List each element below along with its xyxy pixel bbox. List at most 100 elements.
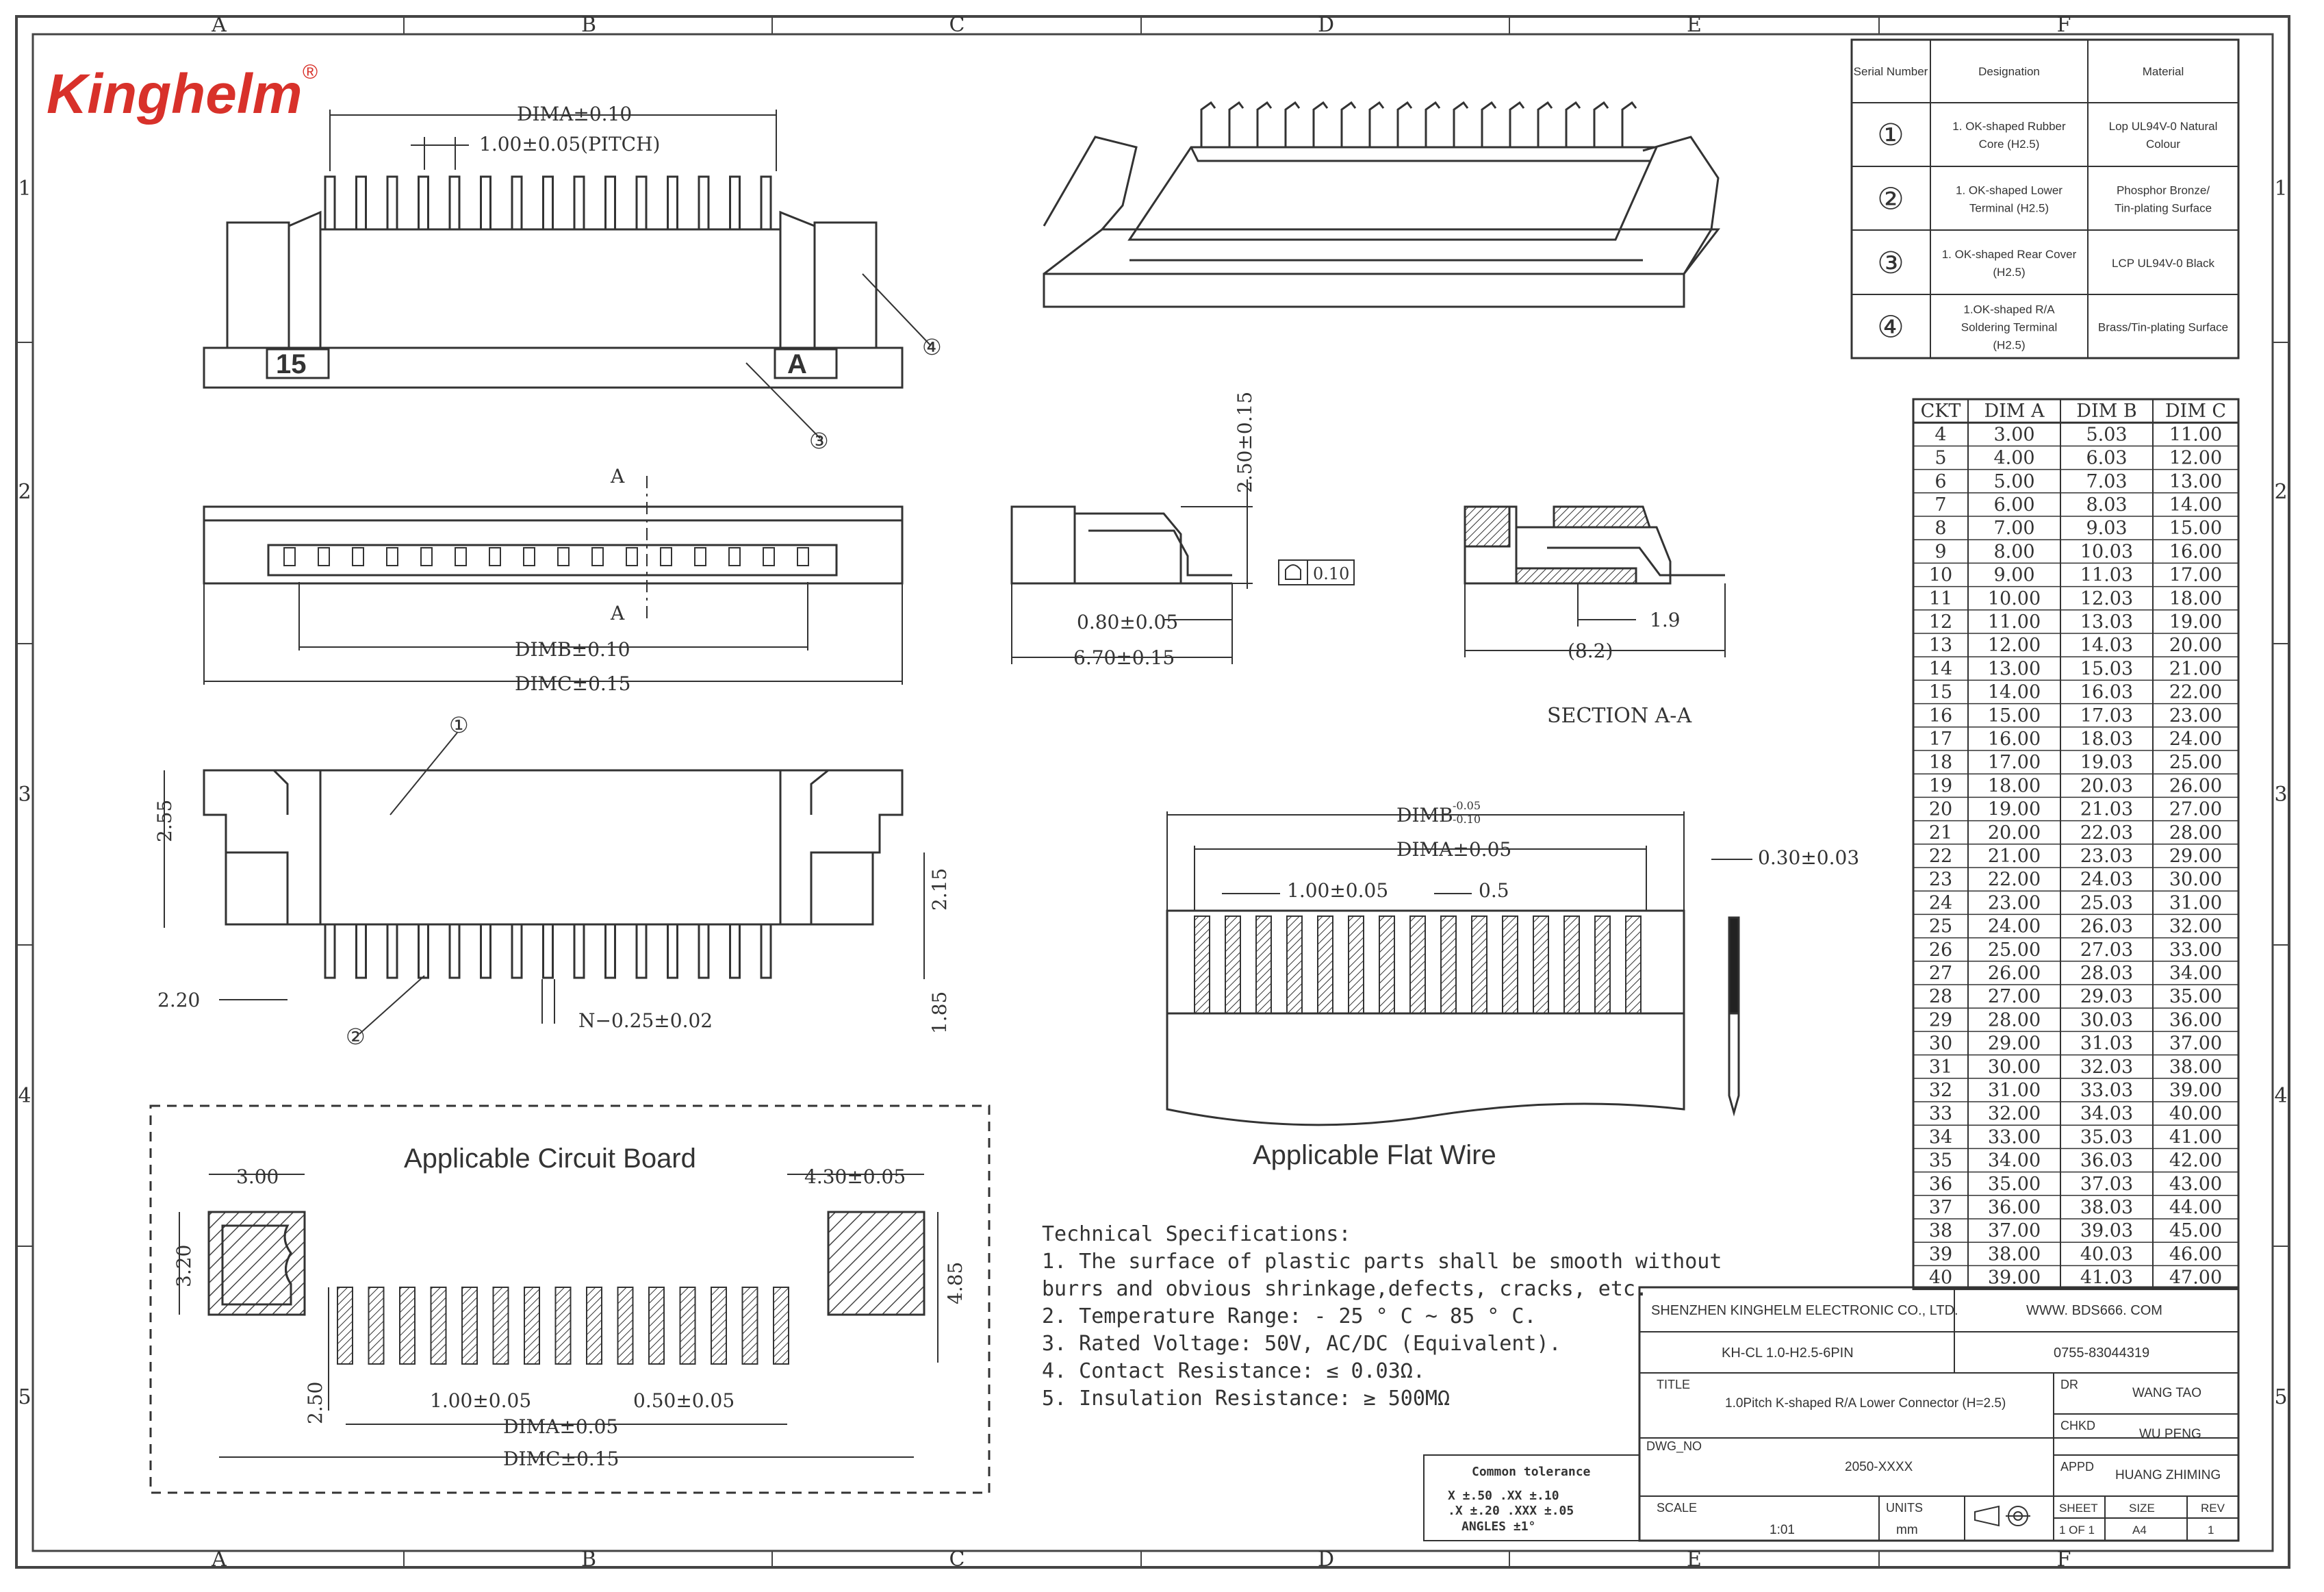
top-pins bbox=[324, 175, 772, 231]
pin1-label: 15 bbox=[276, 349, 307, 379]
flat-wire-conductor bbox=[1625, 915, 1642, 1014]
front-opening bbox=[267, 544, 838, 577]
dim-table-cell: 24.03 bbox=[2080, 869, 2133, 890]
wire-dim-b-tol-dn: -0.10 bbox=[1453, 813, 1481, 826]
materials-material: Tin-plating Surface bbox=[2115, 202, 2212, 215]
bottom-right-ear bbox=[779, 769, 904, 926]
materials-serial: ③ bbox=[1877, 246, 1904, 281]
col-label-f-top: F bbox=[2057, 13, 2071, 37]
iso-pin bbox=[1453, 101, 1469, 147]
side-height-label: 2.50±0.15 bbox=[1234, 392, 1256, 493]
iso-pins bbox=[1200, 101, 1637, 147]
row-label-2-right: 2 bbox=[2274, 480, 2287, 504]
dim-table-cell: 14.00 bbox=[2169, 494, 2222, 516]
board-pad bbox=[617, 1287, 634, 1365]
wire-pitch-label: 1.00±0.05 bbox=[1287, 879, 1388, 902]
board-pad bbox=[741, 1287, 758, 1365]
iso-pin bbox=[1425, 101, 1441, 147]
materials-designation: Terminal (H2.5) bbox=[1969, 202, 2049, 215]
dim-table-cell: 21 bbox=[1929, 822, 1952, 844]
materials-material: Phosphor Bronze/ bbox=[2117, 184, 2210, 197]
kinghelm-logo: Kinghelm ® bbox=[47, 61, 318, 125]
flat-wire-conductor bbox=[1225, 915, 1241, 1014]
dim-table-cell: 30 bbox=[1929, 1033, 1952, 1054]
dim-table-cell: 35.03 bbox=[2080, 1126, 2133, 1148]
board-pad bbox=[492, 1287, 509, 1365]
dim-table-cell: 27.00 bbox=[1988, 986, 2041, 1007]
specs-line-2: burrs and obvious shrinkage,defects, cra… bbox=[1042, 1277, 1648, 1301]
top-pin bbox=[542, 175, 554, 231]
flat-wire-conductor bbox=[1440, 915, 1457, 1014]
leader-1 bbox=[390, 732, 458, 816]
bottom-pin bbox=[386, 923, 398, 979]
callout-3: ③ bbox=[809, 428, 829, 454]
section-a-bottom: A bbox=[610, 602, 625, 624]
flat-wire-conductor bbox=[1379, 915, 1395, 1014]
dim-table-cell: 18 bbox=[1929, 752, 1952, 773]
row-label-4-right: 4 bbox=[2274, 1084, 2287, 1108]
dim-table-cell: 18.03 bbox=[2080, 729, 2133, 750]
dim-table-cell: 14 bbox=[1929, 658, 1952, 679]
bottom-pin bbox=[604, 923, 616, 979]
bottom-pin bbox=[667, 923, 678, 979]
iso-pin bbox=[1312, 101, 1329, 147]
dim-table-cell: 22 bbox=[1929, 846, 1952, 867]
dim-table-cell: 36 bbox=[1929, 1174, 1952, 1195]
materials-header: Material bbox=[2143, 65, 2184, 78]
front-contact bbox=[591, 547, 604, 566]
flat-wire-conductor bbox=[1563, 915, 1580, 1014]
board-pads bbox=[337, 1287, 789, 1365]
col-label-f-bottom: F bbox=[2057, 1547, 2071, 1571]
dim-table-header: DIM A bbox=[1984, 401, 2045, 422]
dim-table-cell: 35 bbox=[1929, 1150, 1952, 1172]
tb-scale: 1:01 bbox=[1770, 1523, 1795, 1537]
board-pad bbox=[554, 1287, 572, 1365]
tb-size-label: SIZE bbox=[2129, 1502, 2155, 1515]
grid-labels: A B C D E F A B C D E F 1 2 3 4 5 1 2 3 … bbox=[18, 13, 2287, 1571]
iso-pin bbox=[1621, 101, 1637, 147]
a-label: A bbox=[787, 349, 807, 379]
dim-table-cell: 29.00 bbox=[1988, 1033, 2041, 1054]
dim-table-cell: 40 bbox=[1929, 1267, 1952, 1289]
outer-border bbox=[15, 15, 2290, 1569]
top-pin bbox=[324, 175, 336, 231]
dim-table-cell: 34.00 bbox=[1988, 1150, 2041, 1172]
tb-units-label: UNITS bbox=[1886, 1501, 1923, 1515]
dim-255-label: 2.55 bbox=[153, 800, 176, 842]
row-label-1-left: 1 bbox=[18, 177, 31, 201]
side-body bbox=[1010, 505, 1076, 585]
flat-wire-conductor bbox=[1533, 915, 1549, 1014]
bottom-pins bbox=[324, 923, 772, 979]
front-contact bbox=[797, 547, 809, 566]
tb-phone: 0755-83044319 bbox=[2054, 1345, 2149, 1361]
dim-table-cell: 17 bbox=[1929, 729, 1952, 750]
iso-pin bbox=[1340, 101, 1357, 147]
top-pin bbox=[760, 175, 772, 231]
materials-designation: (H2.5) bbox=[1993, 339, 2025, 352]
section-label: SECTION A-A bbox=[1547, 704, 1691, 728]
circuit-board-text: Applicable Circuit Board 3.00 4.30±0.05 … bbox=[173, 1144, 967, 1470]
materials-designation: 1.OK-shaped R/A bbox=[1963, 303, 2055, 316]
dim-table-cell: 19.00 bbox=[1988, 799, 2041, 820]
bottom-pin bbox=[729, 923, 741, 979]
materials-designation: Core (H2.5) bbox=[1979, 138, 2040, 151]
dim-table-cell: 30.00 bbox=[2169, 869, 2222, 890]
side-contact bbox=[1088, 529, 1232, 577]
iso-pin bbox=[1256, 101, 1273, 147]
dim-table-cell: 4.00 bbox=[1993, 448, 2034, 469]
iso-pin bbox=[1396, 101, 1413, 147]
side-view-text: 2.50±0.15 0.10 0.80±0.05 6.70±0.15 bbox=[1073, 392, 1349, 669]
dim-table-cell: 19.03 bbox=[2080, 752, 2133, 773]
dim-table-cell: 32 bbox=[1929, 1080, 1952, 1101]
iso-pin bbox=[1593, 101, 1609, 147]
dim-table-cell: 34.03 bbox=[2080, 1103, 2133, 1124]
iso-pin bbox=[1200, 101, 1216, 147]
dim-table-cell: 19 bbox=[1929, 775, 1952, 796]
front-contact bbox=[660, 547, 672, 566]
front-contact bbox=[386, 547, 398, 566]
dim-table-cell: 37.00 bbox=[2169, 1033, 2222, 1054]
iso-pin bbox=[1565, 101, 1581, 147]
flat-wire-conductor bbox=[1348, 915, 1364, 1014]
iso-pin bbox=[1284, 101, 1301, 147]
